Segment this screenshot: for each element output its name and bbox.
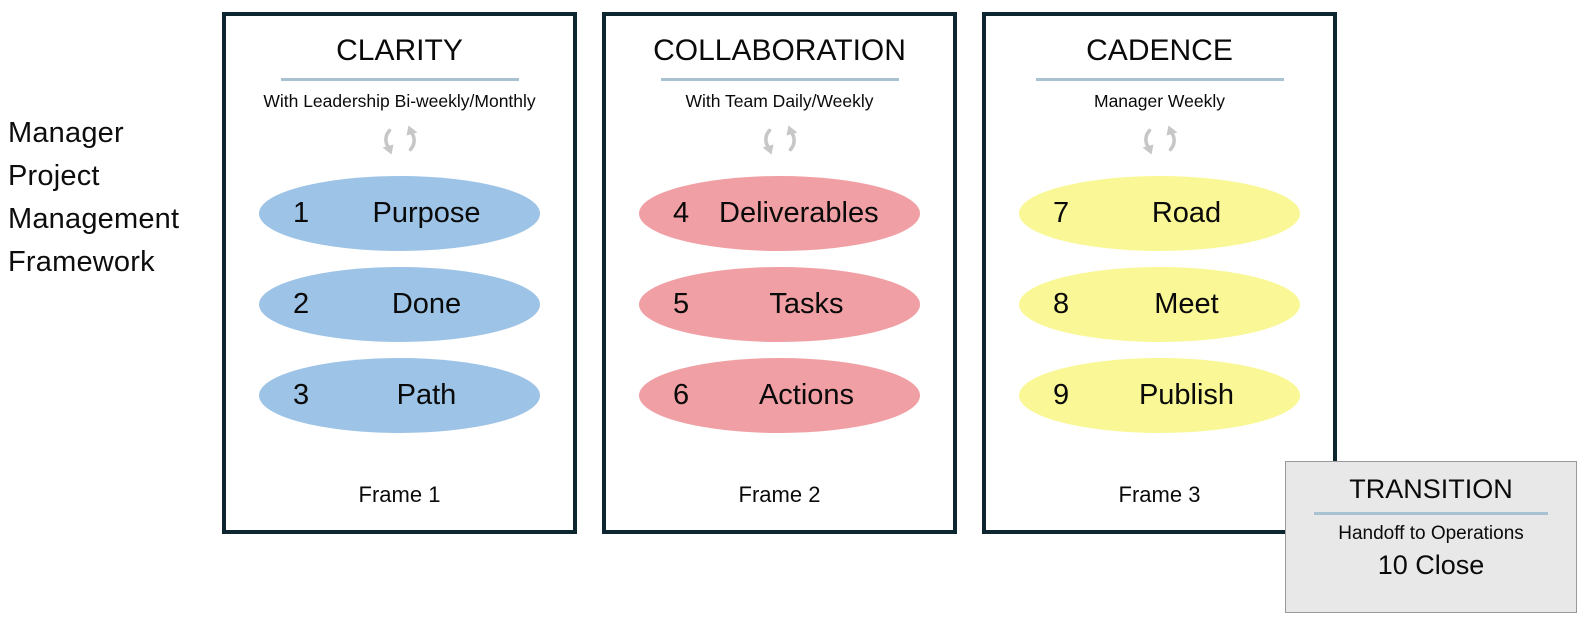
- page-title-line-3: Management: [8, 203, 180, 235]
- node-number: 7: [1053, 197, 1070, 229]
- ellipse-stack-clarity: 1 Purpose 2 Done 3 Path: [226, 176, 573, 433]
- node-number: 5: [673, 288, 690, 320]
- frame-heading-clarity: CLARITY: [336, 34, 463, 67]
- node-ellipse-9[interactable]: 9 Publish: [1019, 358, 1300, 433]
- frame-card-collaboration: COLLABORATION With Team Daily/Weekly 4 D…: [602, 12, 957, 534]
- page-title-line-1: Manager: [8, 117, 124, 149]
- refresh-cycle-icon: [226, 118, 573, 162]
- node-ellipse-7[interactable]: 7 Road: [1019, 176, 1300, 251]
- node-label: Done: [391, 288, 462, 320]
- frame-heading-cadence: CADENCE: [1086, 34, 1233, 67]
- heading-divider: [280, 78, 519, 81]
- frame-heading-collaboration: COLLABORATION: [653, 34, 906, 67]
- node-label: Path: [396, 379, 457, 411]
- node-number: 9: [1053, 379, 1070, 411]
- refresh-cycle-icon: [606, 118, 953, 162]
- node-label: Actions: [758, 379, 855, 411]
- node-number: 4: [673, 197, 690, 229]
- page-title-line-4: Framework: [8, 246, 155, 278]
- node-number: 3: [293, 379, 310, 411]
- node-label: Tasks: [769, 288, 844, 320]
- heading-divider: [660, 78, 899, 81]
- node-ellipse-8[interactable]: 8 Meet: [1019, 267, 1300, 342]
- refresh-cycle-icon: [986, 118, 1333, 162]
- transition-card[interactable]: TRANSITION Handoff to Operations 10 Clos…: [1285, 461, 1577, 613]
- node-label: Purpose: [372, 197, 481, 229]
- node-ellipse-5[interactable]: 5 Tasks: [639, 267, 920, 342]
- ellipse-stack-cadence: 7 Road 8 Meet 9 Publish: [986, 176, 1333, 433]
- node-ellipse-1[interactable]: 1 Purpose: [259, 176, 540, 251]
- node-label: Deliverables: [719, 197, 879, 229]
- frame-card-cadence: CADENCE Manager Weekly 7 Road 8 Meet 9 P…: [982, 12, 1337, 534]
- frame-footer-label: Frame 3: [1118, 482, 1201, 507]
- node-ellipse-6[interactable]: 6 Actions: [639, 358, 920, 433]
- page-title-line-2: Project: [8, 160, 100, 192]
- frame-footer-label: Frame 2: [738, 482, 821, 507]
- transition-item: 10 Close: [1377, 550, 1485, 580]
- page-title: Manager Project Management Framework: [8, 112, 213, 284]
- node-ellipse-3[interactable]: 3 Path: [259, 358, 540, 433]
- frame-card-clarity: CLARITY With Leadership Bi-weekly/Monthl…: [222, 12, 577, 534]
- node-number: 6: [673, 379, 690, 411]
- node-ellipse-2[interactable]: 2 Done: [259, 267, 540, 342]
- transition-title: TRANSITION: [1349, 474, 1513, 504]
- frame-subtitle-clarity: With Leadership Bi-weekly/Monthly: [263, 91, 536, 111]
- node-label: Road: [1151, 197, 1222, 229]
- transition-subtitle: Handoff to Operations: [1338, 523, 1524, 544]
- heading-divider: [1035, 78, 1284, 81]
- node-ellipse-4[interactable]: 4 Deliverables: [639, 176, 920, 251]
- frame-subtitle-collaboration: With Team Daily/Weekly: [685, 91, 874, 111]
- frame-subtitle-cadence: Manager Weekly: [1094, 91, 1225, 111]
- node-number: 2: [293, 288, 310, 320]
- ellipse-stack-collaboration: 4 Deliverables 5 Tasks 6 Actions: [606, 176, 953, 433]
- frame-footer-label: Frame 1: [358, 482, 441, 507]
- node-number: 1: [293, 197, 310, 229]
- node-number: 8: [1053, 288, 1070, 320]
- heading-divider: [1314, 512, 1548, 515]
- node-label: Publish: [1138, 379, 1235, 411]
- node-label: Meet: [1154, 288, 1219, 320]
